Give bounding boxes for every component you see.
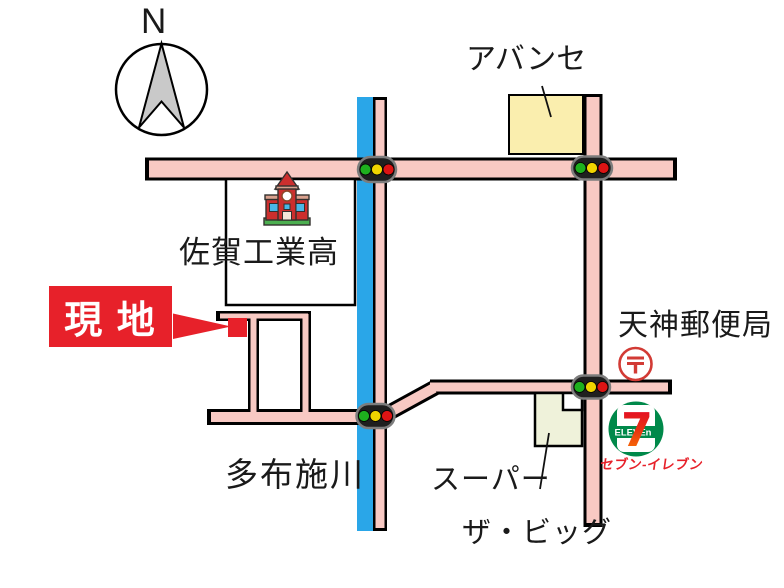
seven-eleven-seven-text: 7 (621, 403, 653, 457)
supermarket-leader-line (539, 432, 550, 490)
seven-eleven-logo-icon: ELEVEn 7 (608, 401, 664, 457)
seven-eleven-katakana-label: セブン-イレブン (599, 457, 705, 472)
traffic-light-river-south (355, 402, 396, 430)
avanse-leader-line (541, 85, 552, 118)
post-office-label: 天神郵便局 (618, 309, 773, 342)
school-icon (263, 170, 311, 226)
supermarket-building (533, 391, 584, 448)
compass (114, 39, 209, 137)
avanse-building (508, 94, 584, 155)
site-arrow (173, 313, 231, 339)
seven-eleven-eleven-text: ELEVEn (615, 428, 652, 439)
site-banner: 現 地 (49, 286, 172, 347)
traffic-light-post-office (570, 374, 612, 400)
school-label: 佐賀工業高 (179, 235, 339, 270)
traffic-light-river-north (356, 155, 398, 184)
traffic-light-avanse (570, 155, 614, 181)
north-arrow-icon (138, 39, 185, 129)
compass-north-label: N (141, 2, 167, 41)
river-label: 多布施川 (225, 456, 365, 493)
supermarket-label-line1: スーパー (431, 464, 551, 496)
avanse-label: アバンセ (466, 43, 587, 76)
site-marker-square (228, 318, 247, 337)
postal-mark-icon (618, 346, 653, 382)
supermarket-label-line2: ザ・ビッグ (462, 517, 613, 549)
